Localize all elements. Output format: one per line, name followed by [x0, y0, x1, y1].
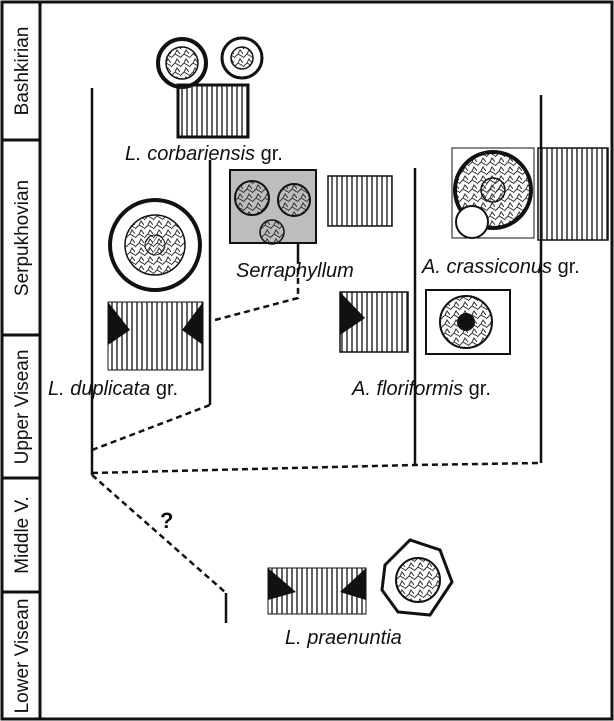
strat-label-bashkirian: Bashkirian: [12, 27, 33, 116]
fossil-duplicata: [108, 200, 203, 370]
label-floriformis: A. floriformis gr.: [351, 378, 491, 400]
strat-label-upper-visean: Upper Visean: [12, 350, 33, 465]
uncertain-marker: ?: [160, 508, 173, 533]
label-crassiconus: A. crassiconus gr.: [421, 256, 580, 278]
strat-label-middle-v: Middle V.: [12, 496, 33, 573]
link-praenuntia: [92, 475, 226, 593]
fossil-praenuntia: [268, 540, 452, 615]
strat-label-lower-visean: Lower Visean: [12, 599, 33, 714]
fossil-corbariensis: [158, 38, 262, 137]
strat-label-serpukhovian: Serpukhovian: [12, 180, 33, 296]
strat-column: Bashkirian Serpukhovian Upper Visean Mid…: [2, 2, 40, 719]
fossil-floriformis: [340, 290, 510, 354]
label-duplicata: L. duplicata gr.: [48, 378, 178, 400]
fossil-serraphyllum: [230, 170, 392, 244]
label-corbariensis: L. corbariensis gr.: [125, 143, 283, 165]
label-serraphyllum: Serraphyllum: [236, 260, 354, 282]
fossil-crassiconus: [452, 148, 608, 240]
link-main-horizontal: [92, 463, 541, 473]
label-praenuntia: L. praenuntia: [285, 627, 402, 649]
link-duplicata-corbariensis: [92, 405, 210, 450]
